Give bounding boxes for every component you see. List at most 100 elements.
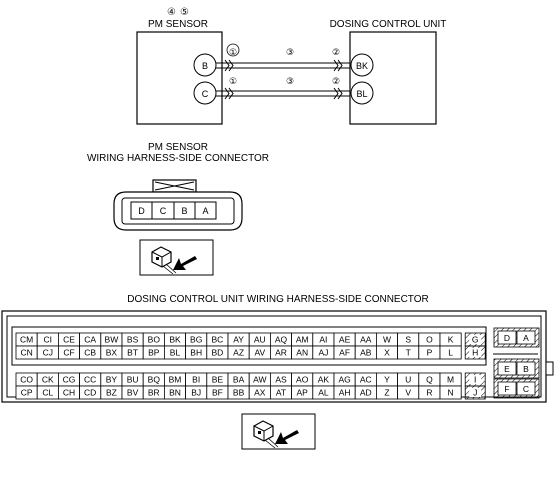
dcu-side-pin-cell xyxy=(516,381,536,396)
dcu-pin-label: BE xyxy=(212,375,224,385)
dcu-pin-label: BC xyxy=(211,335,223,345)
dcu-pin-label: AV xyxy=(254,348,265,358)
dcu-pin-label: BA xyxy=(233,375,245,385)
dcu-hatched-label: G xyxy=(472,335,479,345)
dcu-pin-label: AI xyxy=(319,335,327,345)
wire-b-bk: ① ③ ② B BK xyxy=(193,43,374,77)
dcu-pin-label: CL xyxy=(42,388,53,398)
dcu-pin-label: Q xyxy=(426,375,433,385)
pin-b-label: B xyxy=(202,61,208,71)
wire-1-right-mark: ② xyxy=(332,47,340,57)
dcu-pin-label: AF xyxy=(339,348,350,358)
dcu-connector-title: DOSING CONTROL UNIT WIRING HARNESS-SIDE … xyxy=(127,294,429,305)
dcu-pin-label: CB xyxy=(84,348,96,358)
dcu-pin-label: AT xyxy=(276,388,286,398)
dcu-pin-label: AB xyxy=(360,348,372,358)
wire-1-left-mark: ① xyxy=(229,47,237,57)
dcu-pin-label: AP xyxy=(297,388,309,398)
dcu-pin-label: AX xyxy=(254,388,266,398)
dcu-pin-label: CF xyxy=(63,348,74,358)
dcu-pin-label: AU xyxy=(254,335,266,345)
pin-bl-label: BL xyxy=(356,89,367,99)
dcu-pin-label: AN xyxy=(296,348,308,358)
dcu-pin-label: AH xyxy=(339,388,351,398)
dcu-pin-label: CK xyxy=(42,375,54,385)
dcu-pin-label: AL xyxy=(318,388,329,398)
dosing-control-unit-title: DOSING CONTROL UNIT xyxy=(330,19,447,30)
dcu-side-pin-cell xyxy=(497,361,517,376)
dcu-pin-label: P xyxy=(427,348,433,358)
dcu-pin-label: CE xyxy=(63,335,75,345)
dcu-side-pin-cell xyxy=(516,330,536,345)
marker-5: ⑤ xyxy=(180,7,189,18)
dcu-pin-label: BY xyxy=(106,375,118,385)
dcu-pin-label: M xyxy=(447,375,454,385)
dcu-pin-label: AQ xyxy=(275,335,288,345)
dcu-pin-label: AD xyxy=(360,388,372,398)
dcu-hatched-label: J xyxy=(473,388,477,398)
dcu-pin-label: BW xyxy=(105,335,119,345)
dcu-pin-label: O xyxy=(426,335,433,345)
dcu-pin-label: BN xyxy=(169,388,181,398)
pm-pin-c: C xyxy=(160,206,167,216)
dcu-pin-label: R xyxy=(426,388,432,398)
wire-2-right-mark: ② xyxy=(332,76,340,86)
dcu-pin-label: AS xyxy=(275,375,287,385)
dcu-pin-label: AK xyxy=(318,375,330,385)
dcu-pin-label: BT xyxy=(127,348,138,358)
dcu-side-pin-cell xyxy=(497,381,517,396)
dcu-pin-label: AJ xyxy=(318,348,328,358)
pin-bk-label: BK xyxy=(356,61,368,71)
dcu-pin-label: T xyxy=(406,348,411,358)
dcu-side-pin-cell xyxy=(516,361,536,376)
pm-pin-d: D xyxy=(138,206,145,216)
dosing-control-unit-box xyxy=(349,31,437,125)
dcu-pin-label: CI xyxy=(44,335,53,345)
dcu-pin-label: BV xyxy=(127,388,139,398)
dcu-pin-label: CM xyxy=(20,335,33,345)
dcu-pin-label: Y xyxy=(384,375,390,385)
dcu-pin-label: CH xyxy=(63,388,75,398)
dcu-pin-label: U xyxy=(405,375,411,385)
pm-sensor-connector: D C B A xyxy=(113,179,243,231)
dcu-side-pin-cell xyxy=(497,330,517,345)
dcu-pin-label: BU xyxy=(127,375,139,385)
dcu-pin-label: BZ xyxy=(106,388,117,398)
wire-1-mid-mark: ③ xyxy=(286,47,294,57)
dcu-pin-label: BS xyxy=(127,335,139,345)
dcu-pin-label: BD xyxy=(211,348,223,358)
dcu-pin-label: BK xyxy=(169,335,181,345)
pm-sensor-box xyxy=(136,31,223,125)
dcu-pin-label: CG xyxy=(63,375,76,385)
pm-connector-title-line2: WIRING HARNESS-SIDE CONNECTOR xyxy=(87,153,269,164)
dcu-pin-label: CC xyxy=(84,375,96,385)
wire-2-mid-mark: ③ xyxy=(286,76,294,86)
dcu-pin-label: AZ xyxy=(233,348,244,358)
dcu-pin-label: AO xyxy=(296,375,309,385)
dcu-pin-label: Z xyxy=(384,388,389,398)
dcu-pin-label: AR xyxy=(275,348,287,358)
dcu-pin-label: AY xyxy=(233,335,244,345)
marker-4: ④ xyxy=(167,7,176,18)
dcu-pin-label: AW xyxy=(253,375,266,385)
dcu-pin-label: AM xyxy=(296,335,309,345)
dcu-hatched-label: I xyxy=(474,375,476,385)
dcu-hatched-label: H xyxy=(472,348,478,358)
dcu-side-pin-label: D xyxy=(504,333,510,343)
dcu-pin-label: N xyxy=(448,388,454,398)
wire-c-bl: ① ③ ② C BL xyxy=(193,76,374,105)
dcu-pin-label: BP xyxy=(148,348,160,358)
dcu-pin-label: BL xyxy=(170,348,181,358)
pm-pin-b: B xyxy=(181,206,187,216)
dcu-side-pin-label: E xyxy=(504,364,510,374)
pin-c-label: C xyxy=(202,89,209,99)
dcu-pin-label: BG xyxy=(190,335,202,345)
dcu-side-pin-label: A xyxy=(523,333,529,343)
dcu-pin-label: BQ xyxy=(148,375,161,385)
dcu-pin-label: AC xyxy=(360,375,372,385)
connector-view-icon xyxy=(139,239,214,276)
dcu-side-pin-label: F xyxy=(504,384,509,394)
pm-sensor-title: PM SENSOR xyxy=(148,19,208,30)
dcu-pin-label: K xyxy=(448,335,454,345)
